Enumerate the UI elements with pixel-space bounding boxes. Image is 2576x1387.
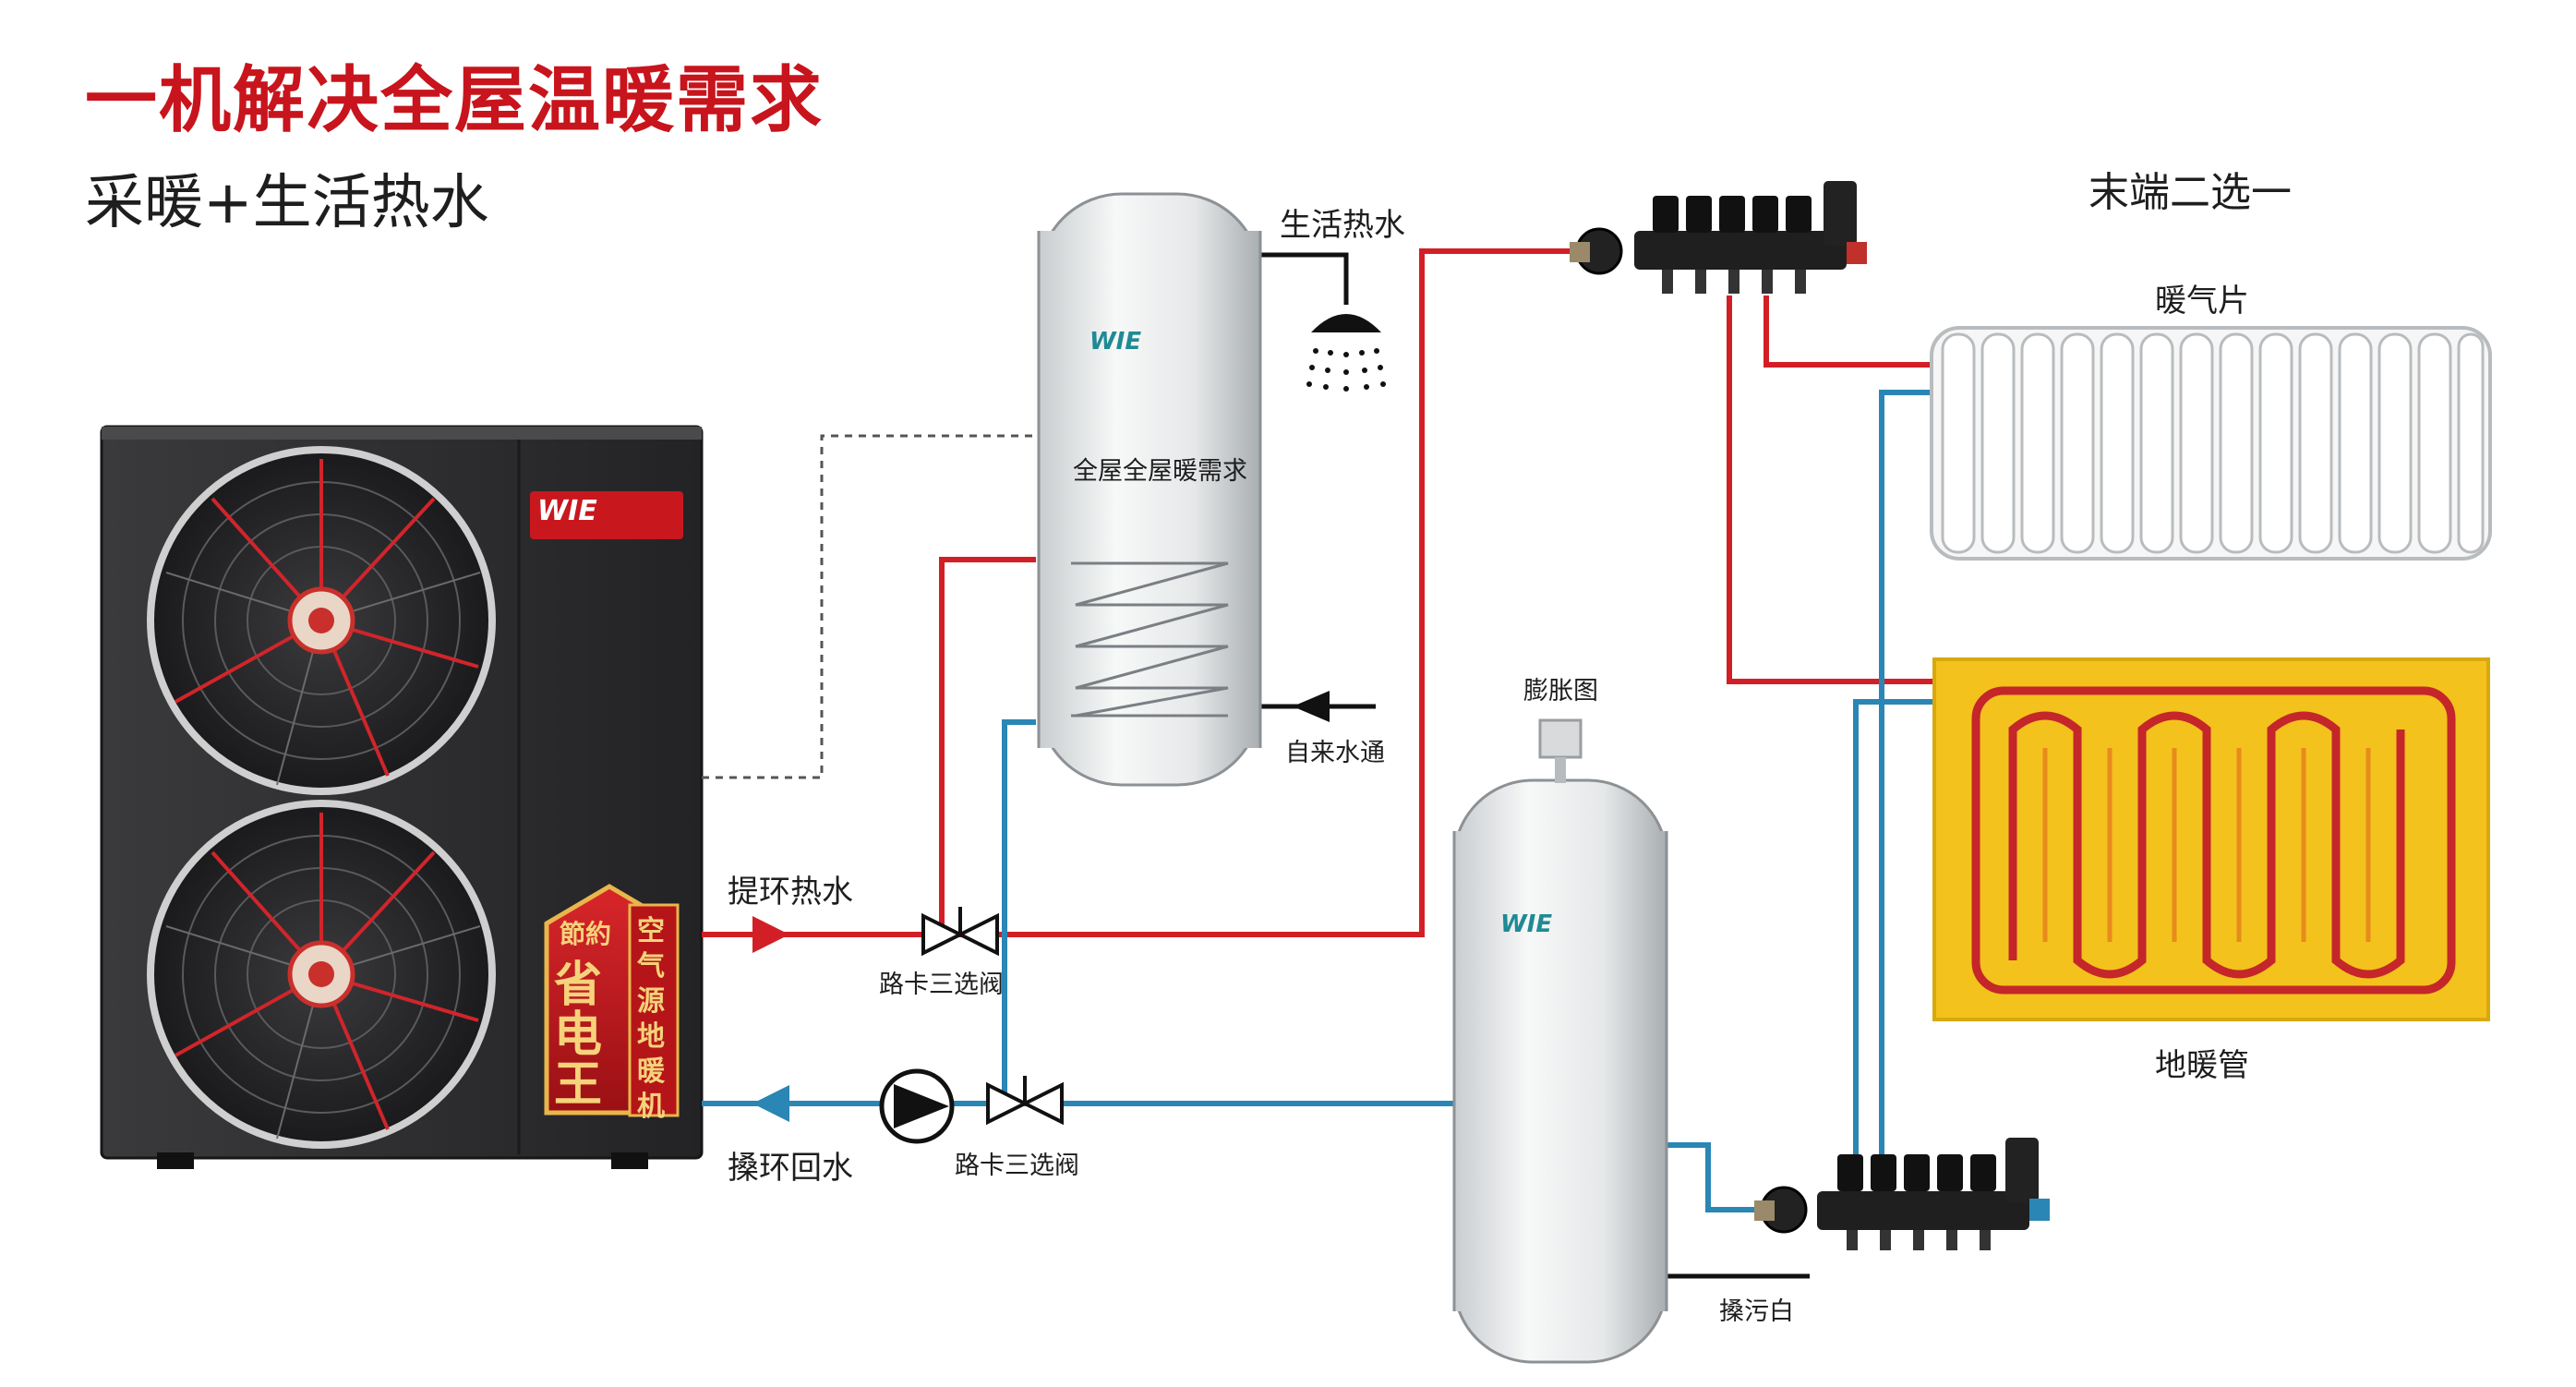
buffer-tank-brand: WIE <box>1500 911 1553 938</box>
drain-label: 搡污白 <box>1719 1297 1794 1326</box>
energy-saving-badge <box>544 884 680 1117</box>
heat-pump-unit <box>100 425 704 1169</box>
hot-water-tank-brand: WIE <box>1089 328 1142 356</box>
badge-side-text: 空气源地暖机 <box>637 915 665 1123</box>
valve-bottom-label: 路卡三选阀 <box>955 1152 1079 1180</box>
supply-water-label: 提环热水 <box>728 874 853 911</box>
badge-top-text: 節約 <box>560 919 612 949</box>
valve-top-label: 路卡三选阀 <box>879 971 1004 999</box>
tap-water-arrow <box>1293 691 1330 722</box>
three-way-valve-bottom <box>986 1076 1064 1126</box>
heating-coil <box>1071 561 1229 718</box>
supply-flow-arrow <box>752 916 789 953</box>
badge-main-text: 省电王 <box>554 958 603 1113</box>
domestic-hot-water-label: 生活热水 <box>1280 207 1405 244</box>
heat-pump-brand: WIE <box>537 495 597 527</box>
radiator-label: 暖气片 <box>2155 283 2249 320</box>
circulation-pump <box>879 1068 955 1144</box>
expansion-valve <box>1538 718 1583 783</box>
manifold-top <box>1570 181 1867 294</box>
shower-head-icon <box>1306 314 1386 392</box>
expansion-label: 膨胀图 <box>1523 677 1598 706</box>
domestic-hot-water-line <box>1260 252 1349 305</box>
buffer-tank <box>1452 778 1668 1364</box>
page-title: 一机解决全屋温暖需求 <box>85 59 825 142</box>
cold-return-pipes <box>702 390 1934 1212</box>
hot-water-tank <box>1037 192 1262 787</box>
hot-water-tank-label: 全屋全屋暖需求 <box>1073 457 1247 486</box>
return-water-label: 搡环回水 <box>728 1150 853 1187</box>
return-flow-arrow <box>752 1085 789 1122</box>
fan-bottom <box>147 800 496 1149</box>
tap-water-label: 自来水通 <box>1285 739 1385 767</box>
page-subtitle: 采暖+生活热水 <box>85 169 489 237</box>
manifold-bottom <box>1754 1138 2050 1250</box>
floor-heating-label: 地暖管 <box>2155 1047 2249 1084</box>
three-way-valve-top <box>921 907 999 957</box>
terminal-choice-label: 末端二选一 <box>2088 169 2292 216</box>
floor-heating-panel <box>1932 657 2490 1021</box>
heat-pump-logo-plate <box>530 491 683 539</box>
hot-supply-pipes <box>702 248 1934 937</box>
fan-top <box>147 446 496 795</box>
radiator <box>1930 326 2492 561</box>
control-signal-line <box>702 434 1048 779</box>
